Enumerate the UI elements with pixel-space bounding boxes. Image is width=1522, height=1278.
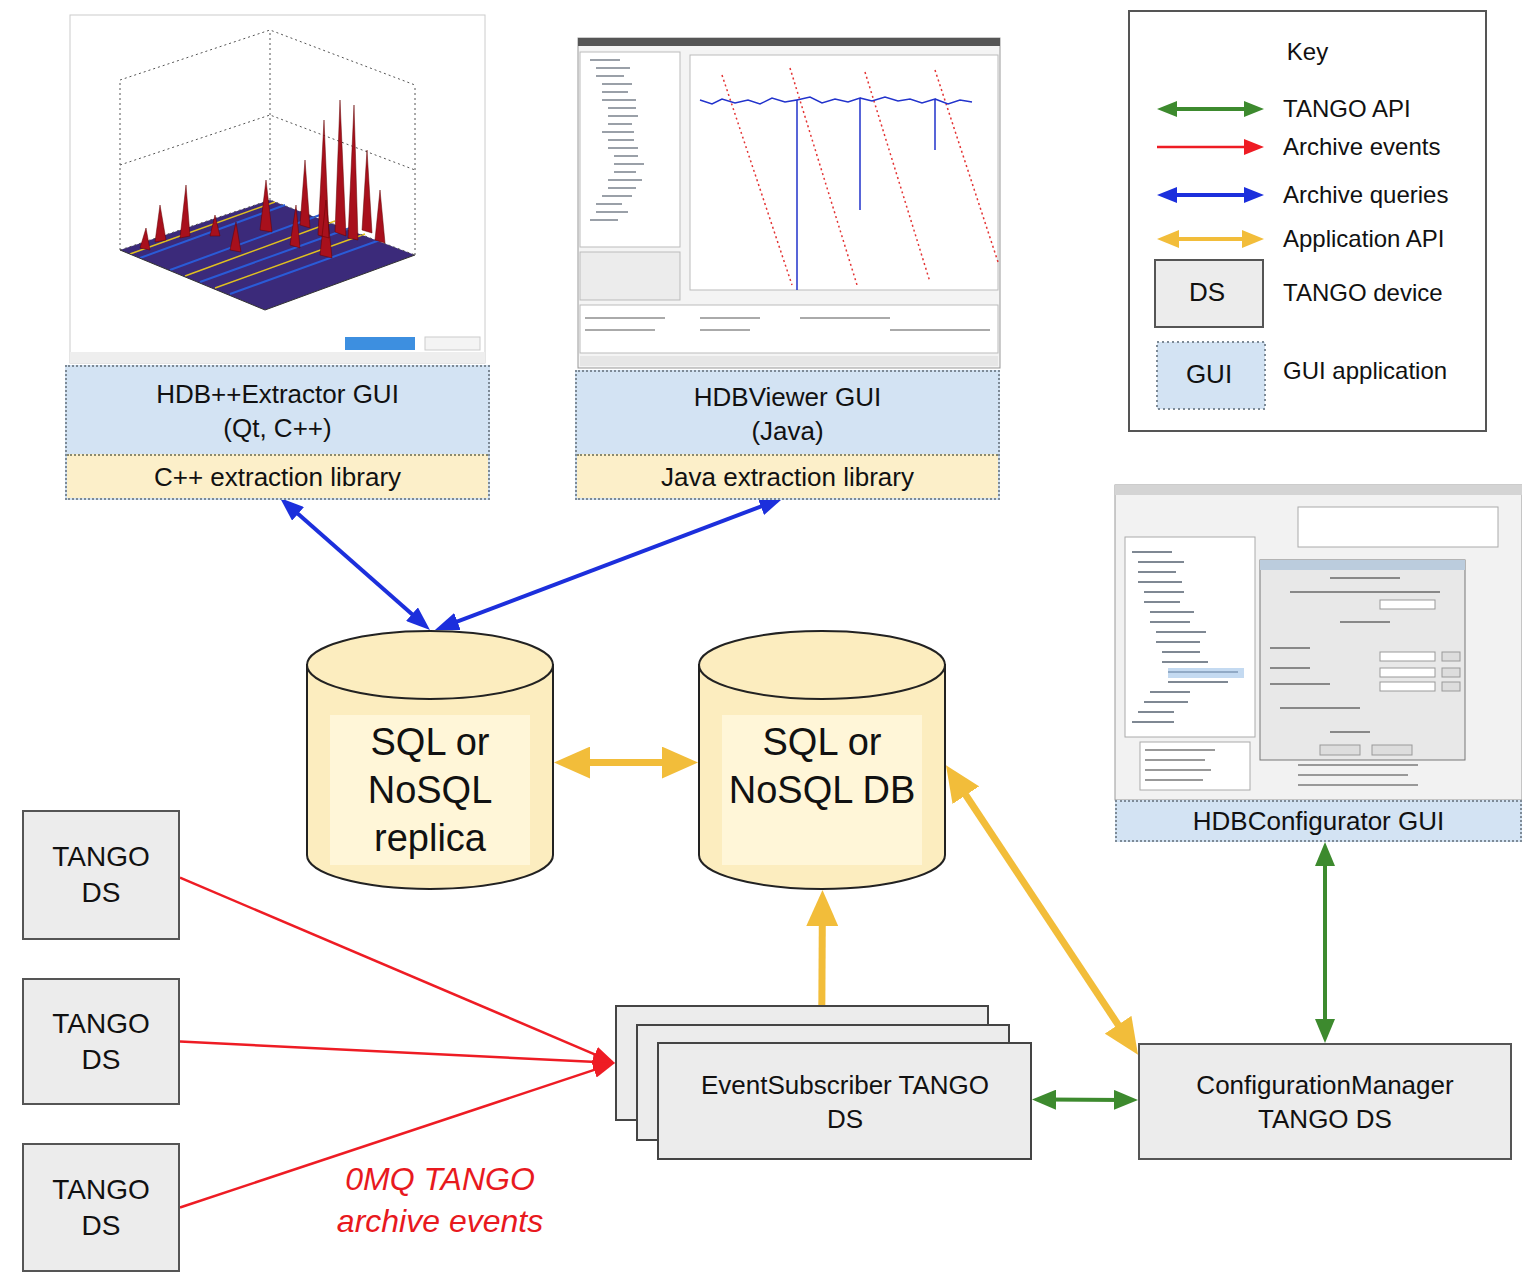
box-label: TANGO DS <box>36 839 166 911</box>
cylinder-text-ground <box>722 715 922 865</box>
hdbviewer-screenshot <box>578 38 1000 368</box>
legend-box: TANGO API Archive eventsArchive queriesAp… <box>1128 10 1487 432</box>
box-label: TANGO DS <box>36 1006 166 1078</box>
hdbconfigurator-screenshot <box>1115 485 1522 800</box>
hdbconfigurator-screenshot <box>1298 507 1498 547</box>
archive-event-arrow <box>180 1042 602 1063</box>
box-label: HDBConfigurator GUI <box>1124 805 1514 837</box>
legend-text: TANGO device <box>1283 277 1443 309</box>
archive-query-arrow <box>448 503 769 625</box>
event-stream-note: 0MQ TANGO archive events <box>315 1158 565 1248</box>
hdbconfigurator-screenshot <box>1260 560 1465 570</box>
box-label: C++ extraction library <box>78 461 478 493</box>
box-label: HDB++Extractor GUI (Qt, C++) <box>143 377 413 445</box>
hdbviewer-screenshot <box>580 52 680 247</box>
tango-api-arrow <box>1323 856 1327 1028</box>
hdbconfigurator-screenshot <box>1115 485 1522 800</box>
box-label: TANGO DS <box>36 1172 166 1244</box>
hdbviewer-screenshot <box>580 252 680 300</box>
box-label: SQL or NoSQL DB <box>725 718 920 814</box>
legend-arrow <box>1169 193 1252 197</box>
extractor-screenshot <box>425 337 480 350</box>
gui-application-panel: HDB++Extractor GUI (Qt, C++) C++ extracti… <box>65 365 490 500</box>
extractor-screenshot <box>140 100 385 258</box>
hdbconfigurator-screenshot <box>1442 682 1460 691</box>
legend-sample <box>1169 109 1252 110</box>
box-label: Java extraction library <box>588 461 988 493</box>
device-box-outline <box>658 1043 1031 1159</box>
hdbconfigurator-screenshot <box>1145 750 1418 785</box>
hdbviewer-screenshot <box>585 318 990 330</box>
box-label: HDBViewer GUI (Java) <box>673 380 903 448</box>
legend-arrow <box>1169 107 1252 111</box>
hdbconfigurator-screenshot <box>1380 600 1435 609</box>
legend-text: GUI application <box>1283 355 1447 387</box>
box-label: ConfigurationManager TANGO DS <box>1155 1068 1495 1136</box>
hdbviewer-screenshot <box>690 55 998 290</box>
legend-title: Key <box>1128 36 1487 70</box>
legend-arrow <box>1170 237 1251 241</box>
tango-device-box: TANGO DS <box>22 978 180 1105</box>
database-cylinder: SQL or NoSQL replica <box>306 630 554 890</box>
cylinder-top <box>699 631 945 699</box>
gui-application-panel: HDBViewer GUI (Java) Java extraction libr… <box>575 370 1000 500</box>
hdbviewer-screenshot <box>580 305 998 353</box>
application-api-arrow <box>818 912 826 1005</box>
extractor-screenshot <box>70 15 485 363</box>
legend-text: TANGO API <box>1283 93 1411 125</box>
extraction-library-band: Java extraction library <box>577 454 998 498</box>
legend-sample <box>1157 147 1252 148</box>
hdbconfigurator-screenshot <box>1372 745 1412 755</box>
legend-text: Archive events <box>1283 131 1440 163</box>
extractor-screenshot <box>70 15 485 363</box>
cylinder-text-ground <box>330 715 530 865</box>
hdbconfigurator-screenshot <box>1442 668 1460 677</box>
hdbconfigurator-screenshot <box>1260 560 1465 760</box>
archive-event-arrow <box>180 878 603 1058</box>
hdbconfigurator-screenshot <box>1380 652 1435 661</box>
hdbconfigurator-screenshot <box>1380 668 1435 677</box>
box-label: SQL or NoSQL replica <box>333 718 528 862</box>
box-label: EventSubscriber TANGO DS <box>695 1068 995 1136</box>
hdbconfigurator-screenshot <box>1270 578 1440 732</box>
hdbconfigurator-screenshot <box>1132 552 1238 722</box>
tango-api-arrow <box>1046 1098 1123 1102</box>
hdbviewer-screenshot <box>578 38 1000 46</box>
legend-sample-label: DS <box>1153 258 1261 325</box>
hdbconfigurator-screenshot <box>1115 485 1522 495</box>
application-api-arrow <box>576 759 677 766</box>
cylinder-top <box>307 631 553 699</box>
hdbviewer-screenshot <box>580 356 998 366</box>
tango-device-box: ConfigurationManager TANGO DS <box>1138 1043 1512 1160</box>
hdbviewer-screenshot <box>700 97 972 290</box>
tango-device-box: TANGO DS <box>22 810 180 940</box>
hdbconfigurator-screenshot <box>1380 682 1435 691</box>
hdbviewer-screenshot <box>578 38 1000 368</box>
tango-device-stack: EventSubscriber TANGO DS <box>615 1005 1032 1160</box>
hdbviewer-screenshot <box>590 60 644 220</box>
legend-text: Archive queries <box>1283 179 1448 211</box>
legend-text: Application API <box>1283 223 1444 255</box>
application-api-arrow <box>958 783 1126 1036</box>
extractor-screenshot <box>70 352 485 363</box>
extractor-screenshot <box>345 337 415 350</box>
legend-arrow <box>1157 146 1252 149</box>
hdbconfigurator-screenshot <box>1320 745 1360 755</box>
hdbconfigurator-screenshot <box>1168 668 1244 678</box>
extractor-screenshot <box>120 250 415 310</box>
archive-query-arrow <box>291 508 419 621</box>
extraction-library-band: C++ extraction library <box>67 454 488 498</box>
legend-sample <box>1169 195 1252 196</box>
legend-sample-label: GUI <box>1155 340 1263 407</box>
hdbconfigurator-screenshot <box>1125 537 1255 737</box>
database-cylinder: SQL or NoSQL DB <box>698 630 946 890</box>
legend-sample <box>1170 239 1251 240</box>
tango-device-box: TANGO DS <box>22 1143 180 1272</box>
hdbconfigurator-screenshot <box>1442 652 1460 661</box>
gui-application-band: HDBConfigurator GUI <box>1115 800 1522 842</box>
